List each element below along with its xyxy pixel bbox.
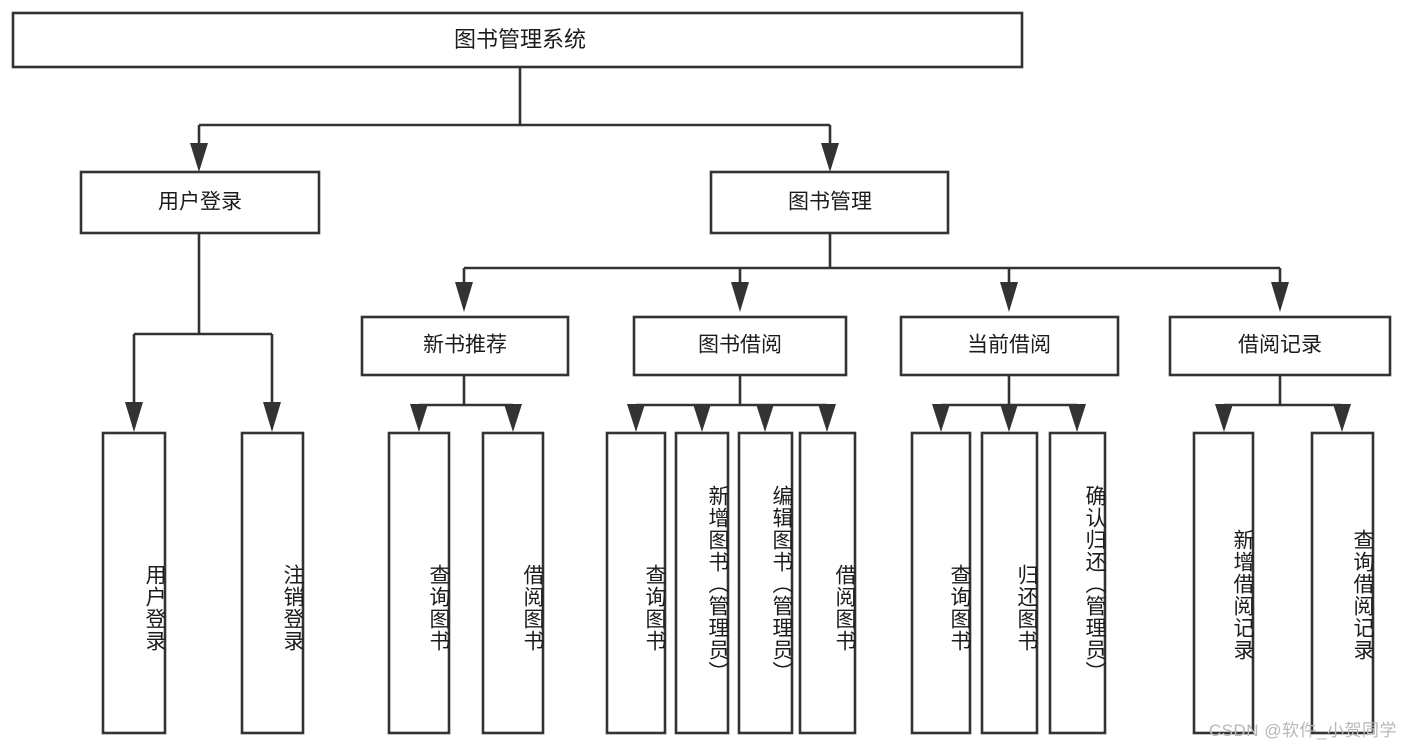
arrow-leaf-edit-book	[756, 404, 774, 432]
arrow-leaf-user-login	[125, 402, 143, 432]
arrow-leaf-borrow-book-1	[504, 404, 522, 432]
arrow-leaf-return-book	[1000, 404, 1018, 432]
arrow-to-current-borrow	[1000, 282, 1018, 312]
borrow-record-box[interactable]	[1168, 315, 1392, 377]
book-manage-label: 图书管理	[788, 191, 872, 214]
leaf-return-book-box[interactable]	[980, 431, 1039, 735]
borrow-record-label: 借阅记录	[1238, 334, 1322, 357]
leaf-query-book-2-box[interactable]	[605, 431, 667, 735]
leaf-logout-login-box[interactable]	[240, 431, 305, 735]
current-borrow-box[interactable]	[899, 315, 1120, 377]
book-borrow-box[interactable]	[632, 315, 848, 377]
arrow-leaf-query-book-2	[627, 404, 645, 432]
leaf-query-book-1-box[interactable]	[387, 431, 451, 735]
arrow-to-user-login	[190, 143, 208, 172]
root-label: 图书管理系统	[454, 27, 586, 52]
node-root[interactable]: 图书管理系统	[11, 11, 1024, 69]
arrow-to-book-borrow	[731, 282, 749, 312]
arrow-leaf-confirm-return	[1068, 404, 1086, 432]
root-box[interactable]	[11, 11, 1024, 69]
arrow-to-new-book-rec	[455, 282, 473, 312]
leaf-borrow-book-1-box[interactable]	[481, 431, 545, 735]
arrow-leaf-add-record	[1215, 404, 1233, 432]
arrow-leaf-query-book-3	[932, 404, 950, 432]
connector-layer	[125, 67, 1351, 432]
user-login-label: 用户登录	[158, 191, 242, 214]
arrow-to-borrow-record	[1271, 282, 1289, 312]
current-borrow-label: 当前借阅	[967, 334, 1051, 357]
node-borrow-record[interactable]: 借阅记录	[1168, 315, 1392, 377]
arrow-leaf-query-book-1	[410, 404, 428, 432]
node-current-borrow[interactable]: 当前借阅	[899, 315, 1120, 377]
node-book-manage[interactable]: 图书管理	[709, 170, 950, 235]
arrow-leaf-borrow-book-2	[818, 404, 836, 432]
node-new-book-rec[interactable]: 新书推荐	[360, 315, 570, 377]
book-borrow-label: 图书借阅	[698, 334, 782, 357]
arrow-leaf-add-book	[693, 404, 711, 432]
leaf-edit-book-box[interactable]	[737, 431, 794, 735]
leaf-boxes-layer	[101, 431, 1375, 735]
leaf-query-record-box[interactable]	[1310, 431, 1375, 735]
book-manage-box[interactable]	[709, 170, 950, 235]
user-login-box[interactable]	[79, 170, 321, 235]
leaf-confirm-return-box[interactable]	[1048, 431, 1107, 735]
leaf-borrow-book-2-box[interactable]	[798, 431, 857, 735]
new-book-rec-label: 新书推荐	[423, 334, 507, 357]
leaf-query-book-3-box[interactable]	[910, 431, 972, 735]
arrow-leaf-logout-login	[263, 402, 281, 432]
watermark-text: CSDN @软件_小贺同学	[1208, 721, 1397, 740]
leaf-add-book-box[interactable]	[674, 431, 730, 735]
arrow-to-book-manage	[821, 143, 839, 172]
node-user-login[interactable]: 用户登录	[79, 170, 321, 235]
new-book-rec-box[interactable]	[360, 315, 570, 377]
leaf-user-login-box[interactable]	[101, 431, 167, 735]
leaf-add-record-box[interactable]	[1192, 431, 1255, 735]
node-book-borrow[interactable]: 图书借阅	[632, 315, 848, 377]
arrow-leaf-query-record	[1333, 404, 1351, 432]
